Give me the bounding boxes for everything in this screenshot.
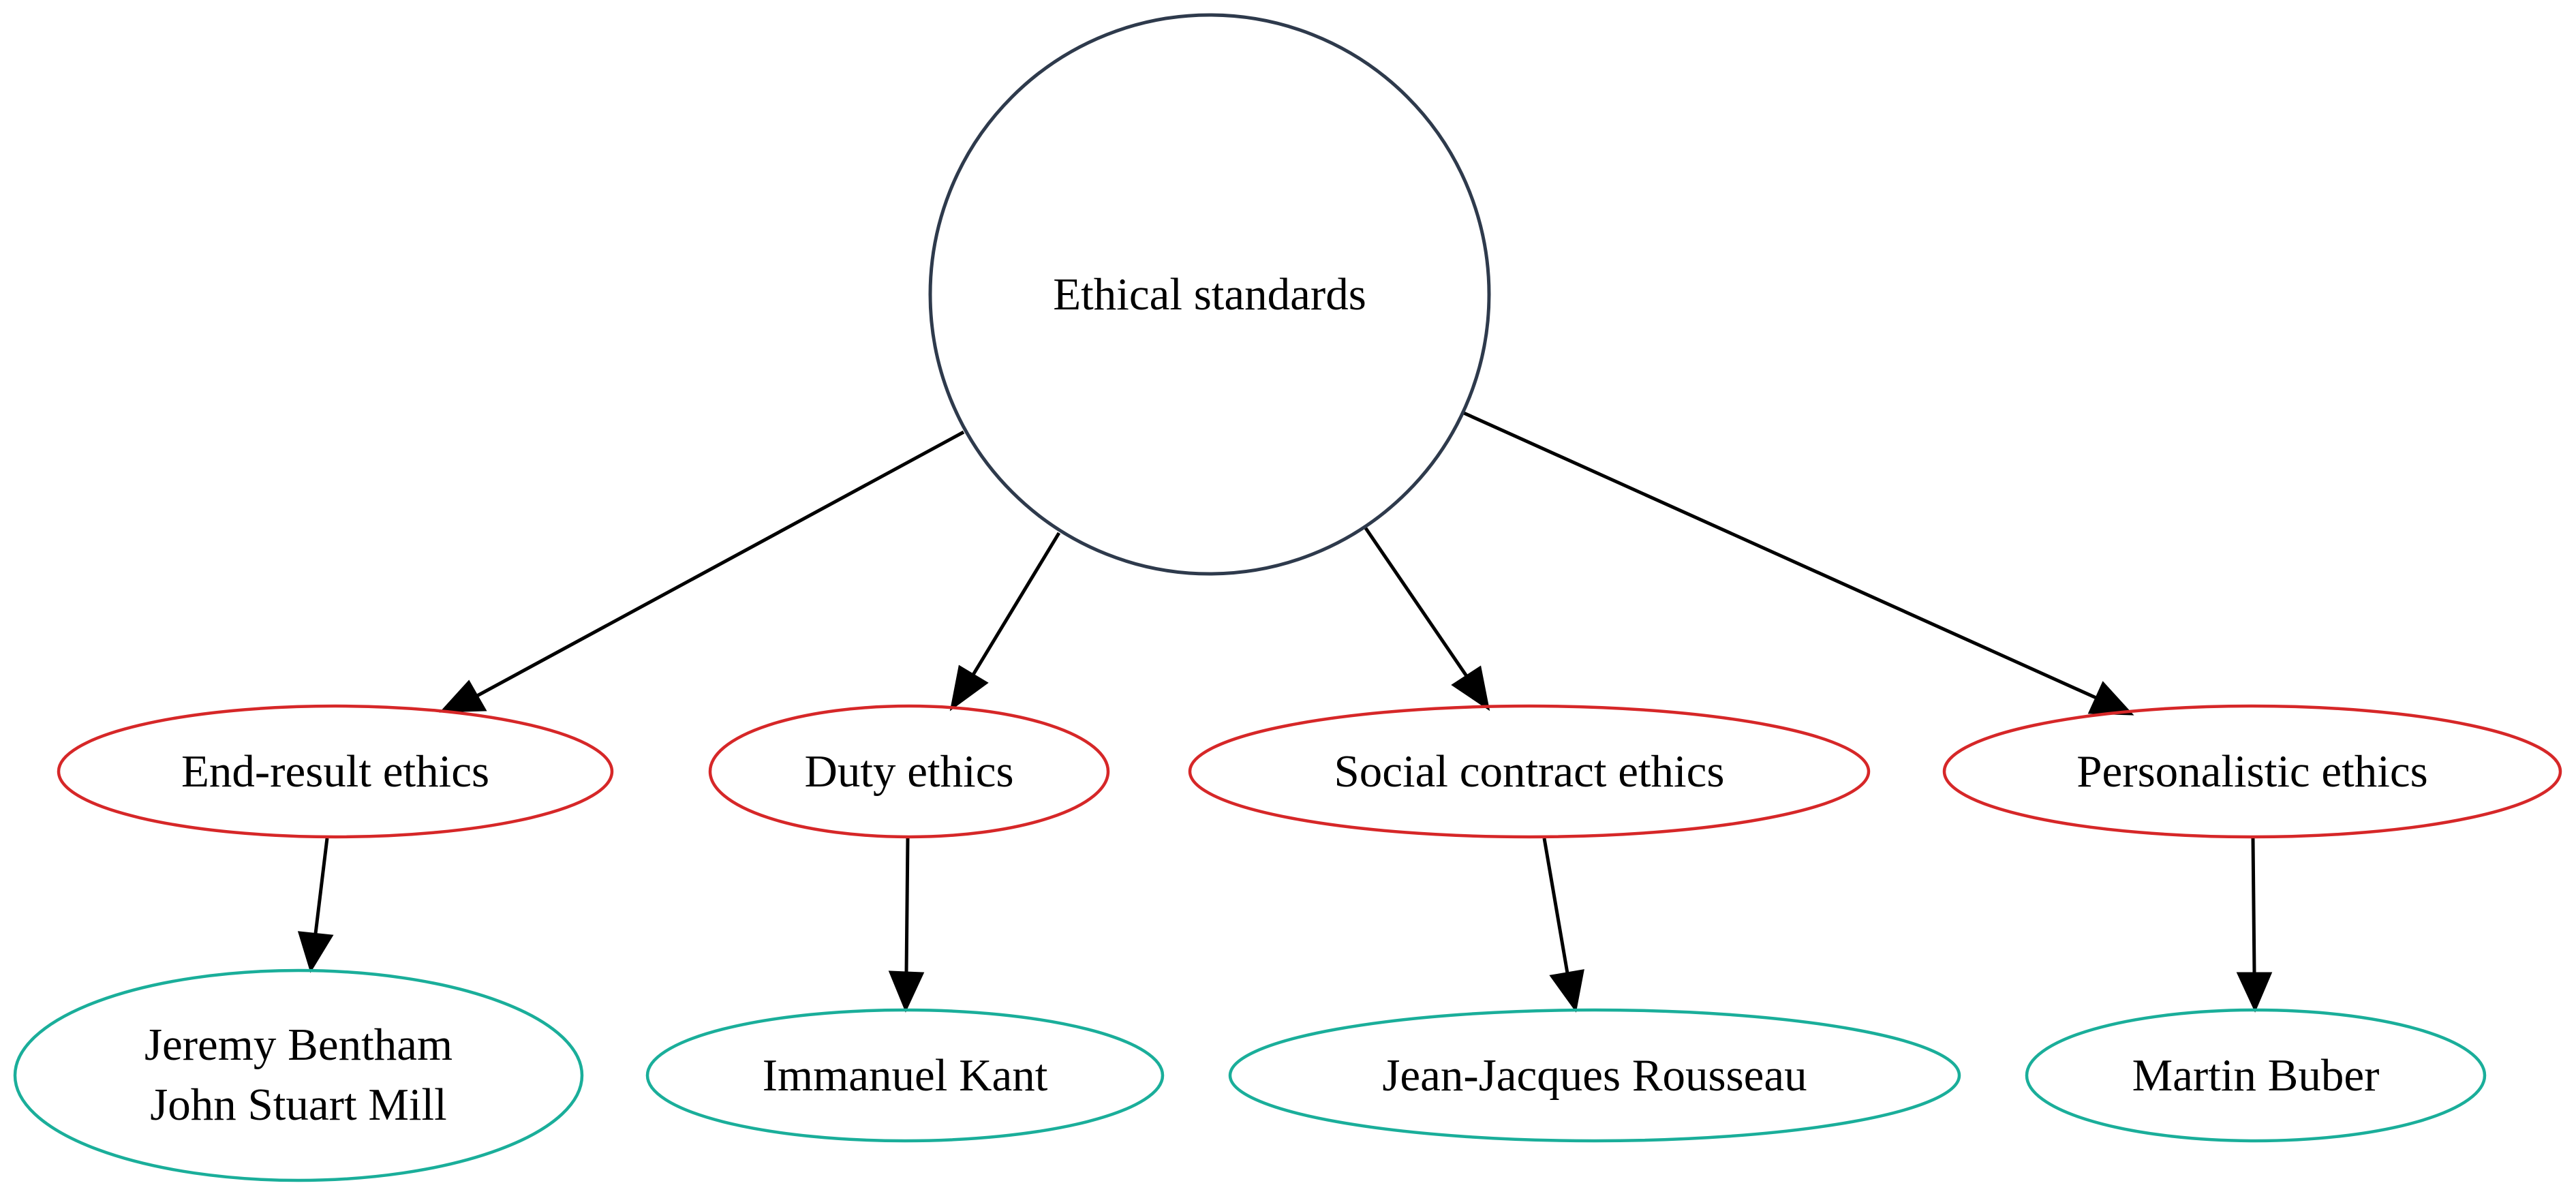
arrowhead-social-contract xyxy=(1451,665,1490,711)
category-label: Duty ethics xyxy=(804,746,1013,797)
arrowhead-duty xyxy=(949,664,989,711)
edge-duty-to-thinker xyxy=(904,838,910,974)
category-label: End-result ethics xyxy=(181,746,489,797)
category-label: Personalistic ethics xyxy=(2076,746,2427,797)
thinker-node-personalistic: Martin Buber xyxy=(2025,1008,2487,1143)
thinker-node-end-result: Jeremy Bentham John Stuart Mill xyxy=(13,968,584,1182)
thinker-label-line-1: Jeremy Bentham xyxy=(144,1020,453,1070)
category-ellipse xyxy=(57,704,614,839)
arrowhead-end-result-thinkers xyxy=(297,931,334,973)
thinker-node-duty: Immanuel Kant xyxy=(645,1008,1165,1143)
edge-end-result-to-thinkers xyxy=(313,838,329,934)
thinker-label: Jean-Jacques Rousseau xyxy=(1382,1050,1807,1101)
thinker-node-social-contract: Jean-Jacques Rousseau xyxy=(1228,1008,1961,1143)
edge-personalistic-to-thinker xyxy=(2251,838,2256,974)
category-node-personalistic: Personalistic ethics xyxy=(1942,704,2562,839)
category-node-end-result: End-result ethics xyxy=(57,704,614,839)
category-node-duty: Duty ethics xyxy=(708,704,1110,839)
thinker-label: Martin Buber xyxy=(2132,1050,2380,1101)
root-node: Ethical standards xyxy=(928,13,1491,576)
edge-root-to-social-contract xyxy=(1364,527,1469,677)
edge-root-to-personalistic xyxy=(1462,411,2098,700)
category-ellipse xyxy=(1942,704,2562,839)
arrowhead-end-result xyxy=(439,679,487,713)
category-ellipse xyxy=(1188,704,1871,839)
root-label: Ethical standards xyxy=(1053,269,1366,320)
thinker-label: Immanuel Kant xyxy=(763,1050,1048,1101)
arrowhead-social-contract-thinker xyxy=(1549,969,1584,1013)
thinker-label-line-2: John Stuart Mill xyxy=(150,1080,447,1130)
arrowhead-duty-thinker xyxy=(888,970,925,1013)
thinker-ellipse xyxy=(1228,1008,1961,1143)
root-circle xyxy=(928,13,1491,576)
arrowhead-personalistic xyxy=(2087,681,2134,716)
edge-root-to-duty xyxy=(971,532,1061,676)
arrowhead-personalistic-thinker xyxy=(2236,972,2273,1013)
category-node-social-contract: Social contract ethics xyxy=(1188,704,1871,839)
category-ellipse xyxy=(708,704,1110,839)
edge-root-to-end-result xyxy=(476,430,965,698)
thinker-ellipse xyxy=(2025,1008,2487,1143)
thinker-ellipse xyxy=(645,1008,1165,1143)
edge-social-contract-to-thinker xyxy=(1542,838,1569,974)
category-label: Social contract ethics xyxy=(1334,746,1724,797)
edges xyxy=(297,411,2273,1013)
thinker-ellipse xyxy=(13,968,584,1182)
